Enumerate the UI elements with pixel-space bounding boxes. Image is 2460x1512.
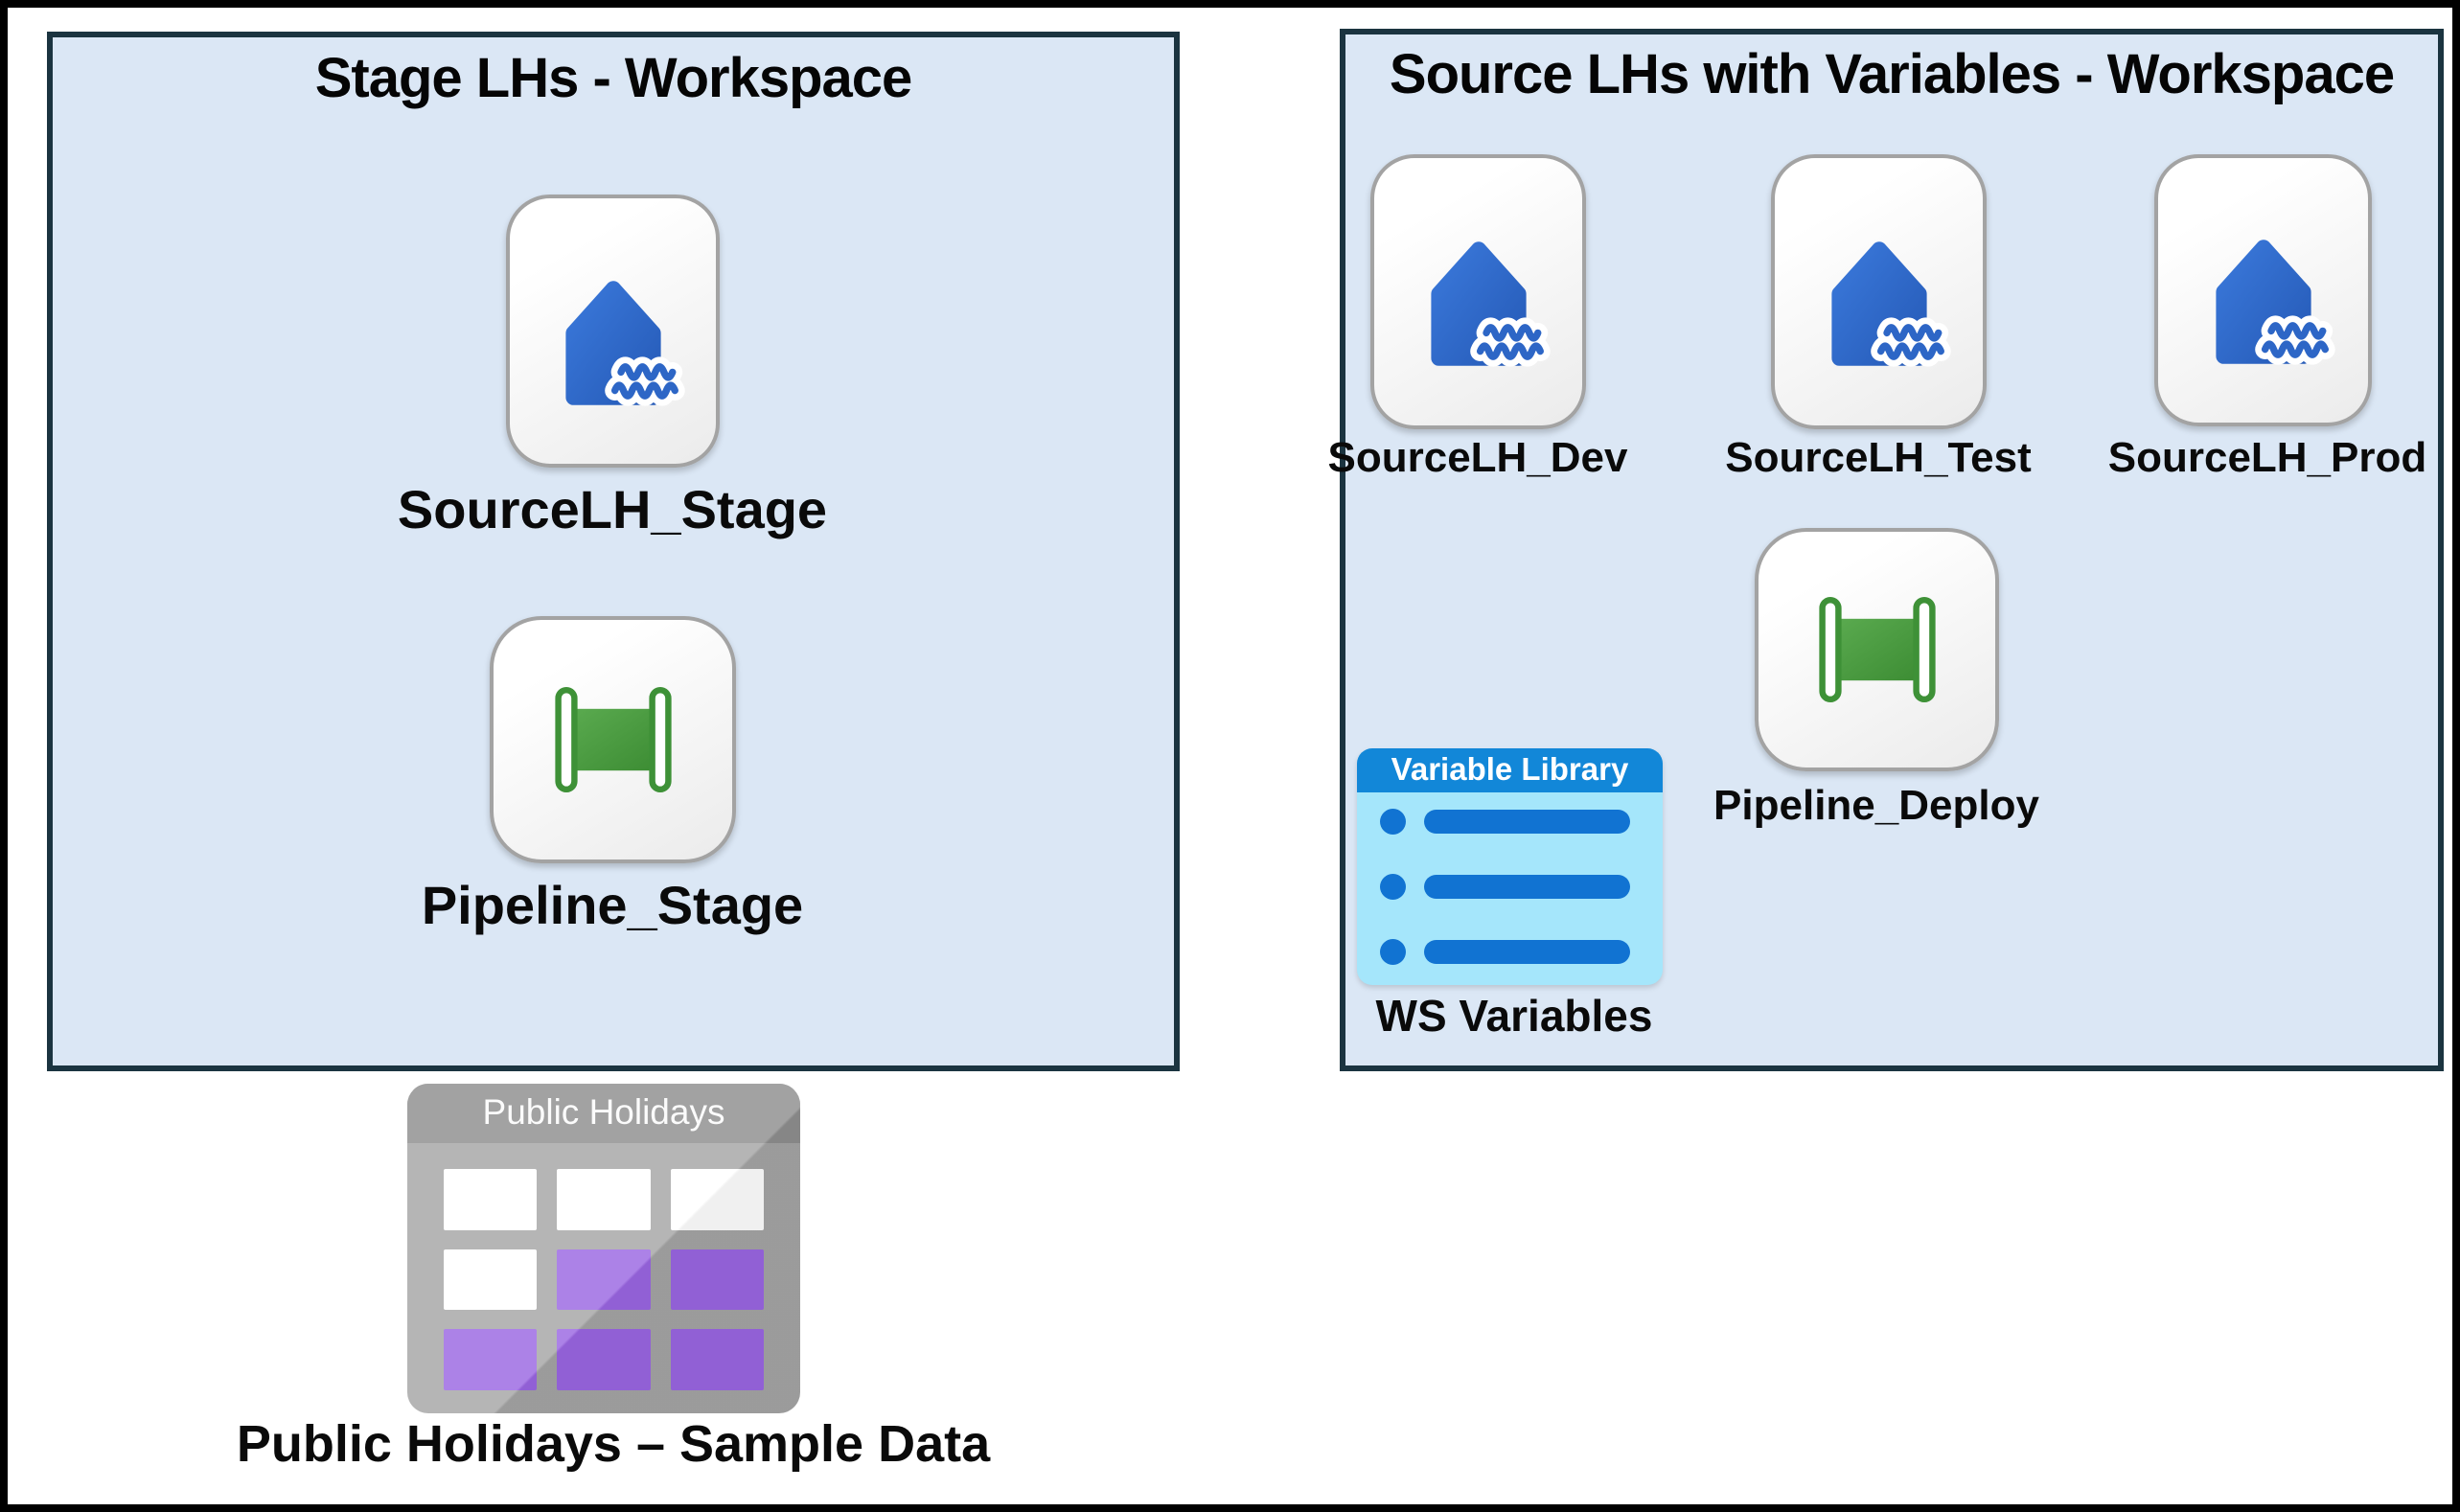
label-sourcelh-prod: SourceLH_Prod [2107, 434, 2427, 481]
variable-bar [1424, 940, 1630, 964]
label-ws-variables: WS Variables [1375, 991, 1653, 1041]
lakehouse-card-sourcelh-stage [506, 195, 720, 468]
variable-row [1380, 809, 1630, 835]
pipeline-icon [1818, 596, 1936, 703]
table-cell [444, 1329, 538, 1390]
label-pipeline-deploy: Pipeline_Deploy [1713, 782, 2039, 829]
bullet-dot-icon [1380, 809, 1406, 835]
table-cell [444, 1169, 538, 1230]
table-cell [557, 1249, 651, 1311]
table-cell [670, 1249, 764, 1311]
table-cell [670, 1169, 764, 1230]
variable-library-icon: Variable Library [1357, 748, 1663, 985]
table-icon-grid [407, 1143, 800, 1413]
variable-library-header: Variable Library [1357, 748, 1663, 792]
variable-row [1380, 874, 1630, 900]
bullet-dot-icon [1380, 874, 1406, 900]
variable-library-rows [1357, 792, 1663, 985]
stage-workspace-title: Stage LHs - Workspace [314, 47, 913, 109]
table-cell [444, 1249, 538, 1311]
bullet-dot-icon [1380, 939, 1406, 965]
lakehouse-card-sourcelh-dev [1370, 154, 1586, 429]
pipeline-icon [554, 686, 672, 793]
table-cell [557, 1329, 651, 1390]
source-workspace-title: Source LHs with Variables - Workspace [1389, 43, 2395, 105]
variable-bar [1424, 875, 1630, 899]
pipeline-card-pipeline-deploy [1755, 528, 1999, 771]
lakehouse-card-sourcelh-test [1771, 154, 1987, 429]
label-public-holidays-sample-data: Public Holidays – Sample Data [236, 1415, 991, 1473]
lakehouse-icon [1430, 241, 1551, 366]
label-sourcelh-stage: SourceLH_Stage [397, 479, 828, 539]
lakehouse-card-sourcelh-prod [2154, 154, 2372, 426]
variable-bar [1424, 810, 1630, 834]
public-holidays-table-icon: Public Holidays [407, 1084, 800, 1413]
label-pipeline-stage: Pipeline_Stage [421, 875, 804, 935]
label-sourcelh-test: SourceLH_Test [1725, 434, 2032, 481]
variable-row [1380, 939, 1630, 965]
lakehouse-icon [1830, 241, 1951, 366]
pipeline-card-pipeline-stage [490, 616, 736, 863]
table-cell [670, 1329, 764, 1390]
label-sourcelh-dev: SourceLH_Dev [1327, 434, 1628, 481]
table-cell [557, 1169, 651, 1230]
lakehouse-icon [2215, 240, 2335, 365]
table-icon-header: Public Holidays [407, 1084, 800, 1143]
lakehouse-icon [564, 280, 685, 405]
